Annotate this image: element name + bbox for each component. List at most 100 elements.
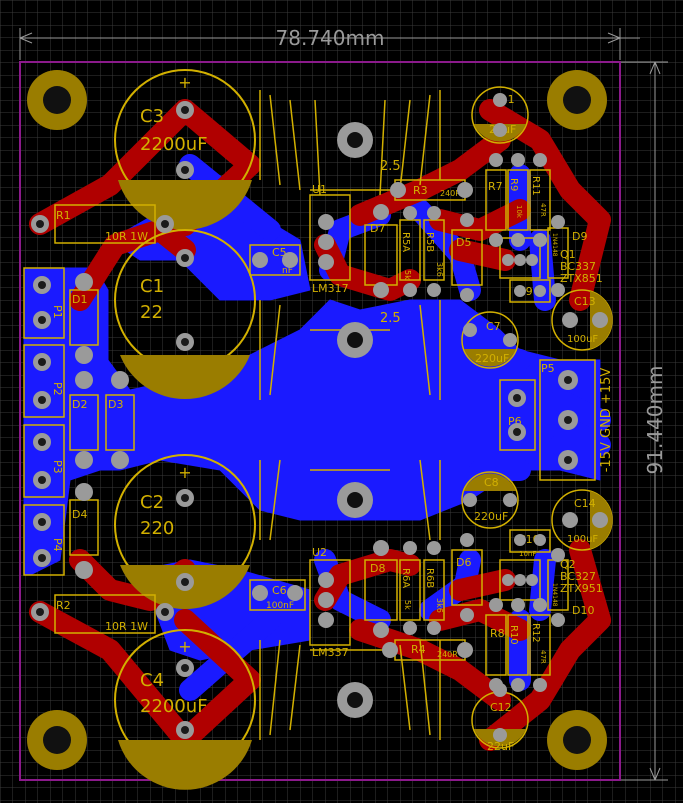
c12-ref: C12 bbox=[490, 701, 512, 714]
c12-value: 22uF bbox=[487, 740, 514, 753]
heatsink-bottom bbox=[259, 459, 441, 740]
c6-value: 100nF bbox=[266, 601, 294, 611]
connector-p5 bbox=[539, 359, 596, 481]
diode-d6 bbox=[451, 549, 483, 606]
r1-value: 10R 1W bbox=[105, 230, 148, 243]
c3-value: 2200uF bbox=[140, 134, 208, 155]
resistors-r8-r12 bbox=[485, 614, 551, 676]
r5b-value: 3k6 bbox=[435, 262, 444, 277]
c7-ref: C7 bbox=[486, 320, 501, 333]
c5-ref: C5 bbox=[272, 246, 287, 259]
c4-value: 2200uF bbox=[140, 696, 208, 717]
connectors-p1-p4 bbox=[23, 267, 65, 576]
d4-ref: D4 bbox=[72, 508, 87, 521]
d8-ref: D8 bbox=[370, 562, 385, 575]
r6a-value: 5k bbox=[403, 600, 412, 610]
r6b-ref: R6B bbox=[424, 568, 435, 588]
resistor-r2 bbox=[54, 594, 156, 634]
svg-text:+: + bbox=[178, 637, 191, 656]
r5b-ref: R5B bbox=[424, 232, 435, 252]
pads bbox=[31, 93, 608, 742]
r12-ref: R12 bbox=[530, 623, 541, 643]
capacitor-c8 bbox=[461, 471, 519, 529]
resistor-r1 bbox=[54, 204, 156, 244]
c14-ref: C14 bbox=[574, 497, 596, 510]
r6a-ref: R6A bbox=[400, 568, 411, 588]
d10-value: 1N4148 bbox=[551, 583, 558, 607]
q2-part2: ZTX951 bbox=[560, 582, 603, 595]
capacitor-c9 bbox=[509, 279, 551, 303]
c5-value: nF bbox=[282, 266, 293, 276]
d6-ref: D6 bbox=[456, 556, 471, 569]
d9-value: 1N4148 bbox=[551, 233, 558, 257]
c13-ref: C13 bbox=[574, 295, 596, 308]
q1-part1: BC337 bbox=[560, 260, 596, 273]
u1-ref: U1 bbox=[312, 183, 327, 196]
u2-ref: U2 bbox=[312, 546, 327, 559]
capacitor-c7 bbox=[461, 311, 519, 369]
r9-ref: R9 bbox=[508, 178, 519, 191]
d10-ref: D10 bbox=[572, 604, 594, 617]
spacing-label-top: 2.5 bbox=[380, 159, 401, 174]
d5-ref: D5 bbox=[456, 236, 471, 249]
r7-ref: R7 bbox=[488, 180, 503, 193]
regulator-u1 bbox=[309, 194, 351, 281]
q2-part1: BC327 bbox=[560, 570, 596, 583]
mounting-holes bbox=[27, 70, 607, 770]
c2-ref: C2 bbox=[140, 492, 164, 513]
d3-ref: D3 bbox=[108, 398, 123, 411]
capacitor-c1 bbox=[114, 229, 256, 400]
width-label: 78.740mm bbox=[276, 26, 385, 50]
c4-ref: C4 bbox=[140, 670, 164, 691]
c2-value: 220 bbox=[140, 518, 174, 539]
capacitor-c5 bbox=[249, 244, 301, 276]
p1-ref: P1 bbox=[51, 305, 64, 319]
q1-part2: ZTX851 bbox=[560, 272, 603, 285]
c6-ref: C6 bbox=[272, 584, 287, 597]
r3-ref: R3 bbox=[413, 184, 428, 197]
r5a-value: 5k bbox=[403, 270, 412, 280]
r4-value: 240R bbox=[437, 650, 458, 659]
r12-value: 47R bbox=[539, 650, 547, 664]
svg-text:+: + bbox=[178, 73, 191, 92]
capacitor-c6 bbox=[249, 579, 306, 611]
diode-d8 bbox=[364, 559, 398, 621]
c3-ref: C3 bbox=[140, 106, 164, 127]
diode-d5 bbox=[451, 229, 483, 286]
pad-holes bbox=[36, 106, 572, 734]
resistors-r6 bbox=[399, 559, 445, 621]
connector-p6 bbox=[499, 379, 536, 451]
d1-ref: D1 bbox=[72, 293, 87, 306]
r11-ref: R11 bbox=[530, 176, 541, 196]
svg-text:+: + bbox=[178, 463, 191, 482]
r9-value: 10k bbox=[515, 205, 523, 219]
p4-ref: P4 bbox=[51, 538, 64, 552]
d9-ref: D9 bbox=[572, 230, 587, 243]
r10-ref: R10 bbox=[508, 625, 519, 645]
width-dimension bbox=[19, 28, 640, 60]
c10-value: 10nF bbox=[519, 550, 536, 558]
capacitor-c3: + bbox=[114, 69, 256, 230]
c1-ref: C1 bbox=[140, 276, 164, 297]
capacitor-c10 bbox=[509, 529, 551, 553]
r8-ref: R8 bbox=[490, 627, 505, 640]
capacitor-c4: + bbox=[114, 629, 256, 790]
c8-value: 220uF bbox=[474, 510, 508, 523]
regulator-u2 bbox=[309, 559, 351, 646]
u1-value: LM317 bbox=[312, 282, 349, 295]
c7-value: 220uF bbox=[475, 352, 509, 365]
r2-value: 10R 1W bbox=[105, 620, 148, 633]
board-outline bbox=[19, 61, 621, 781]
resistors-r7-r11 bbox=[485, 169, 551, 231]
r4-ref: R4 bbox=[411, 643, 426, 656]
c14-value: 100uF bbox=[567, 534, 598, 545]
r11-value: 47R bbox=[539, 203, 547, 217]
d7-ref: D7 bbox=[370, 222, 385, 235]
spacing-label-mid: 2.5 bbox=[380, 311, 401, 326]
r5a-ref: R5A bbox=[400, 232, 411, 252]
r6b-value: 3k6 bbox=[435, 598, 444, 613]
c8-ref: C8 bbox=[484, 476, 499, 489]
c13-value: 100uF bbox=[567, 334, 598, 345]
p2-ref: P2 bbox=[51, 382, 64, 396]
